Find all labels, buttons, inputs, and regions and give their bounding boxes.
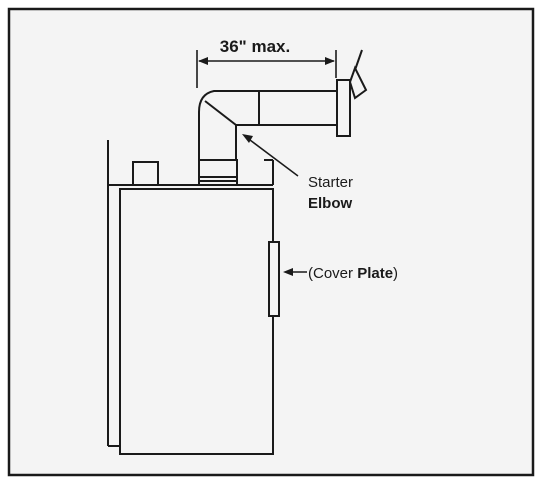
cover-label-close: ) <box>393 265 398 282</box>
cabinet-body <box>119 188 274 455</box>
vent-pipe-assembly <box>198 49 368 186</box>
vent-cap <box>348 65 368 100</box>
dimension-arrow-right <box>325 57 335 65</box>
dimension-arrow-left <box>198 57 208 65</box>
elbow-seam <box>204 100 237 126</box>
cover-plate <box>268 241 280 317</box>
dimension-label: 36" max. <box>220 37 290 56</box>
cover-label-open: (Cover <box>308 265 357 282</box>
starter-elbow-leader <box>242 134 299 177</box>
cap-rod <box>354 49 363 71</box>
dimension-36-max <box>196 50 337 88</box>
left-collar <box>132 161 159 186</box>
cover-plate-label: (Cover Plate) <box>308 265 398 282</box>
cover-label-bold: Plate <box>357 265 393 282</box>
cover-plate-leader <box>283 268 307 276</box>
elbow-label: Elbow <box>308 195 352 212</box>
horizontal-pipe <box>258 90 338 126</box>
heater-unit <box>107 140 274 455</box>
starter-label: Starter <box>308 174 353 191</box>
terminal-flange <box>336 79 351 137</box>
